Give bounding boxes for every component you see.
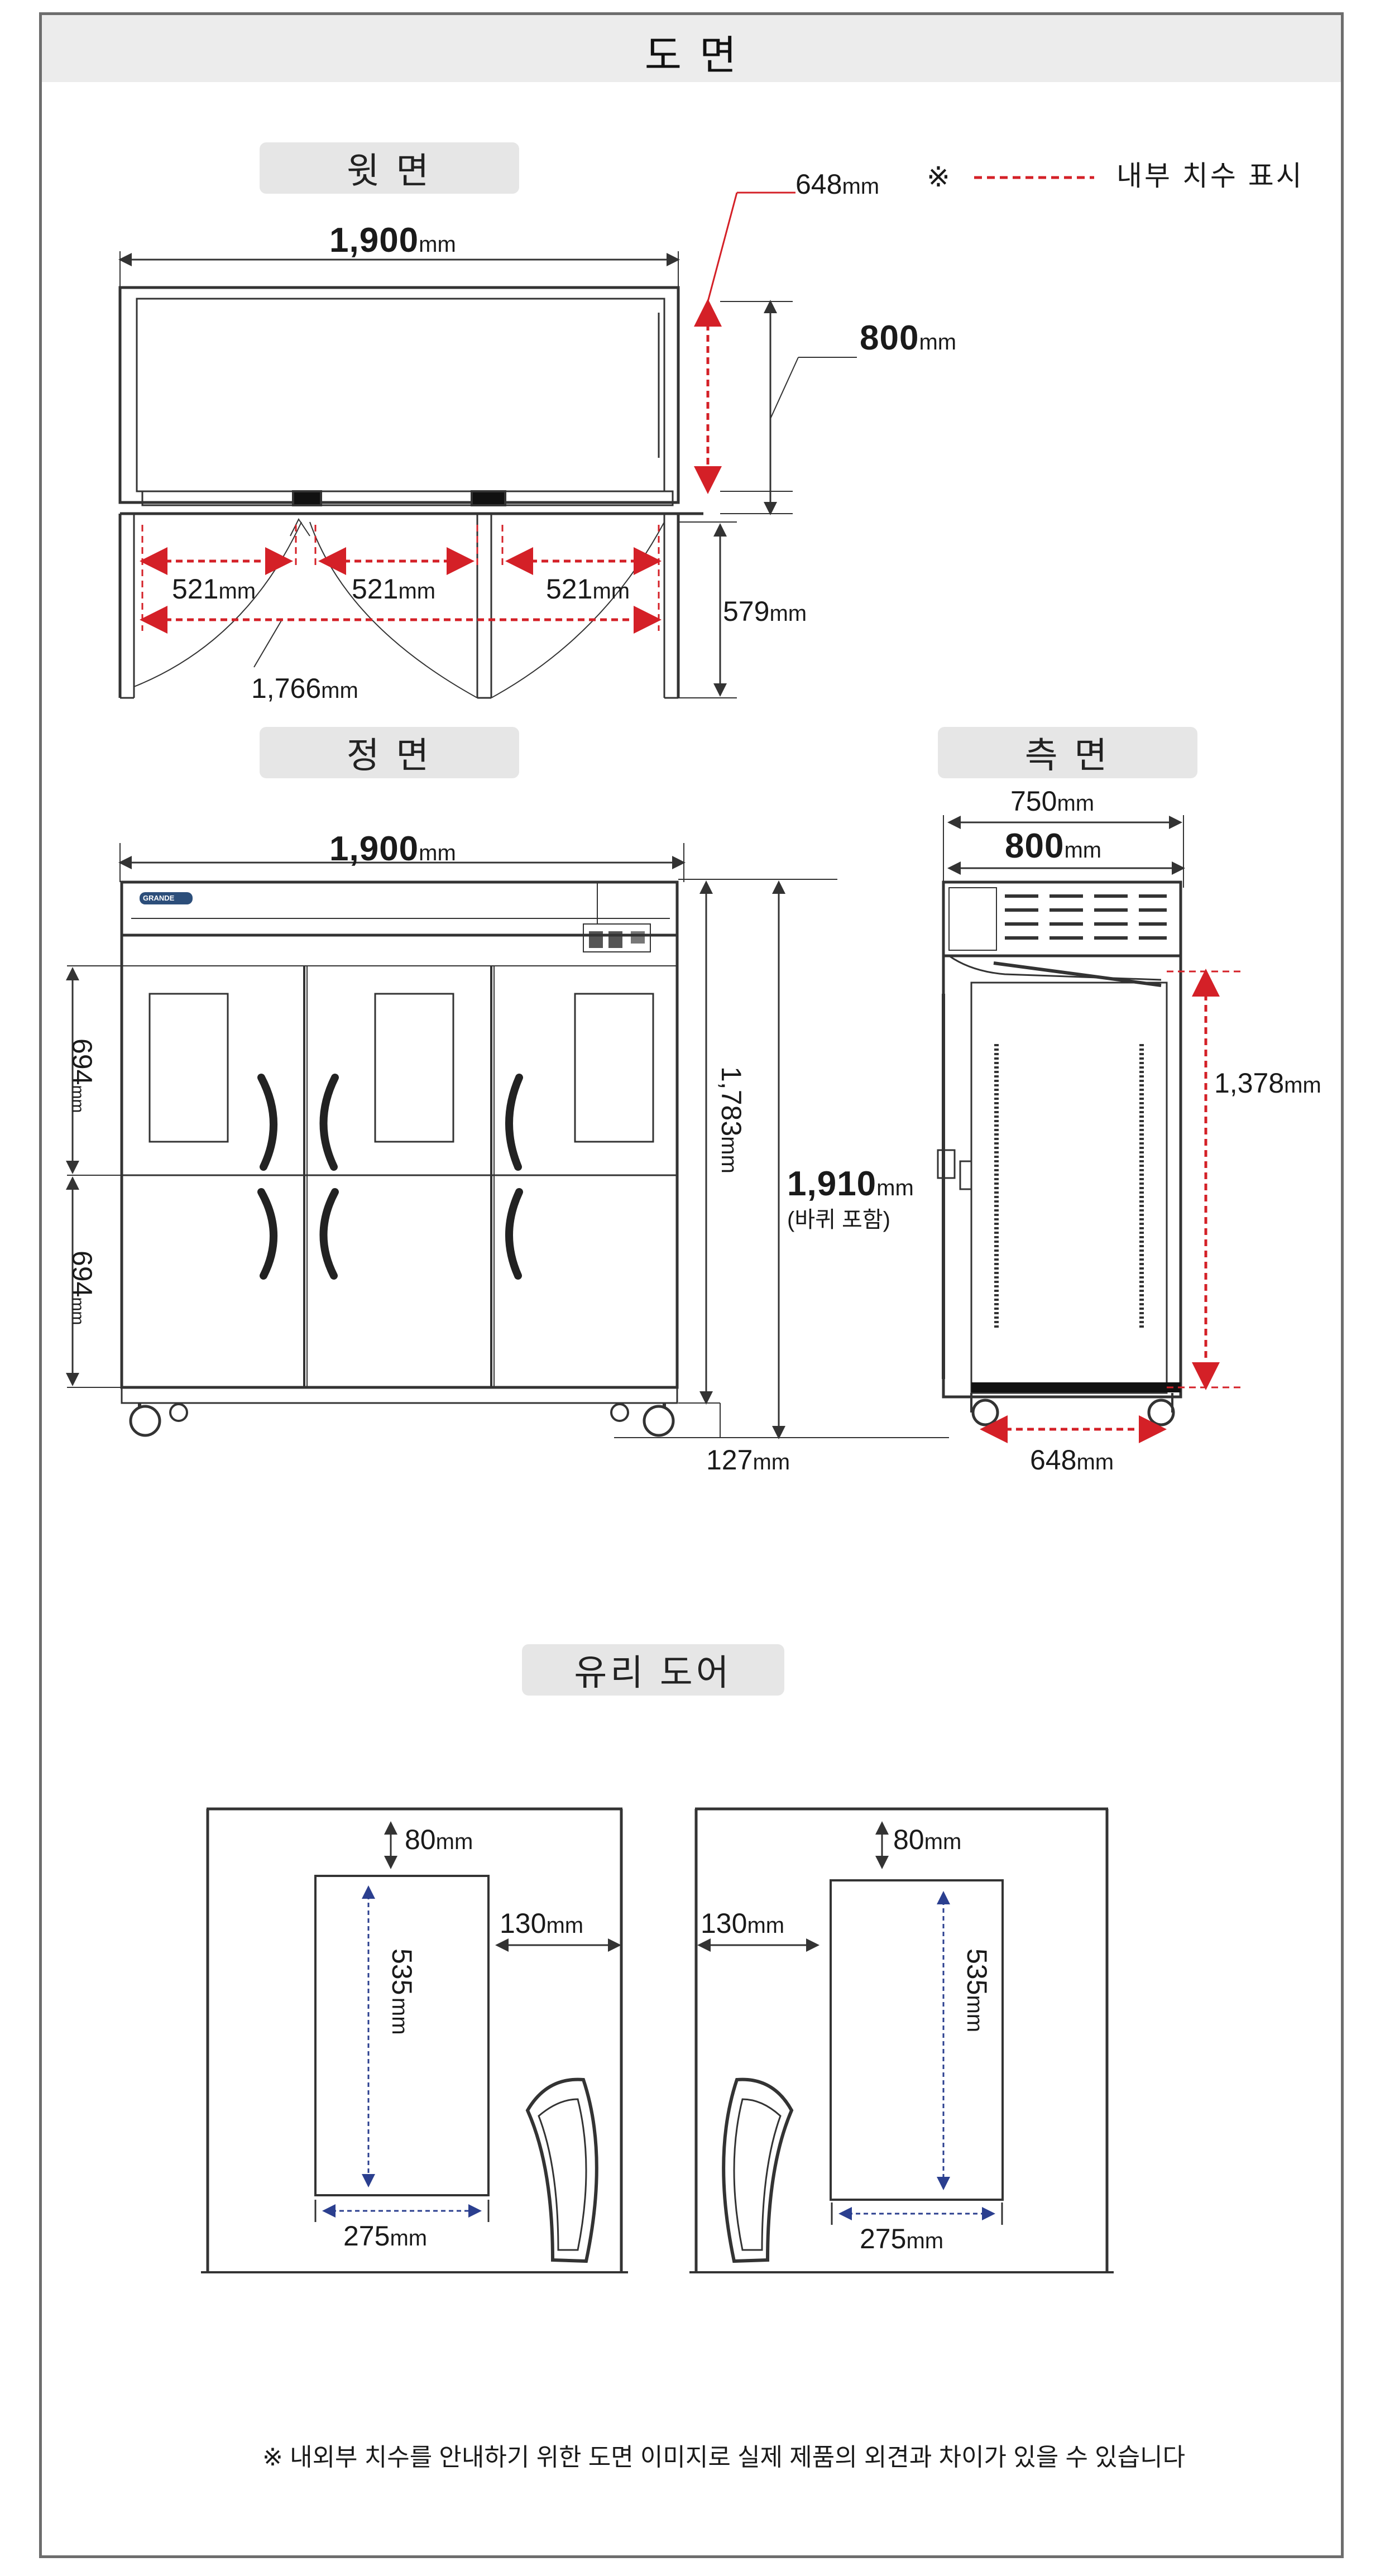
- side-inner-height-label: 1,378mm: [1214, 1067, 1321, 1099]
- side-depth-a-label: 750mm: [1010, 786, 1095, 817]
- top-depth-label: 800mm: [860, 319, 957, 357]
- top-door3-label: 521mm: [546, 573, 630, 605]
- glass-left-side-label: 130mm: [500, 1908, 584, 1939]
- front-door-lower-label: 694mm: [66, 1251, 98, 1325]
- brand-logo: GRANDE: [143, 894, 175, 902]
- glass-door-right-dims: [831, 1891, 1003, 2225]
- section-top-label: 윗 면: [260, 142, 519, 194]
- glass-left-height-label: 535 mm: [386, 1948, 418, 2035]
- front-body-height-label: 1,783mm: [716, 1066, 747, 1174]
- glass-door-left: [201, 1807, 628, 2273]
- legend-text: 내부 치수 표시: [1116, 160, 1304, 191]
- front-wheel-label: 127mm: [706, 1444, 790, 1476]
- top-door-gap-label: 579mm: [723, 596, 807, 627]
- front-width-label: 1,900mm: [329, 830, 456, 868]
- glass-right-top-label: 80mm: [893, 1824, 962, 1855]
- page-frame: [39, 12, 1344, 2558]
- title-bar: [42, 15, 1341, 82]
- side-depth-b-label: 800mm: [1005, 827, 1102, 865]
- footnote: ※ 내외부 치수를 안내하기 위한 도면 이미지로 실제 제품의 외견과 차이가…: [262, 2444, 1186, 2471]
- top-inner-width-label: 1,766mm: [251, 673, 358, 704]
- front-total-height-note: (바퀴 포함): [787, 1208, 890, 1232]
- glass-right-height-label: 535mm: [961, 1948, 993, 2033]
- side-inner-depth-label: 648mm: [1030, 1444, 1114, 1476]
- glass-door-right: [689, 1807, 1114, 2273]
- top-inner-depth-label: 648mm: [795, 169, 880, 200]
- glass-left-width-label: 275mm: [343, 2220, 428, 2252]
- glass-door-left-dims: [314, 1885, 490, 2222]
- side-view: [937, 815, 1185, 1426]
- top-door2-label: 521mm: [352, 573, 436, 605]
- top-view-inner-dims: [140, 176, 1094, 634]
- section-side-label: 측 면: [938, 727, 1197, 778]
- section-glass-label: 유리 도어: [522, 1644, 784, 1696]
- glass-left-top-label: 80mm: [405, 1824, 473, 1855]
- page-title: 도 면: [644, 33, 740, 78]
- front-view: [66, 843, 949, 1439]
- glass-right-width-label: 275mm: [860, 2223, 944, 2254]
- front-total-height-label: 1,910mm: [787, 1165, 914, 1203]
- section-front-label: 정 면: [260, 727, 519, 778]
- top-view: [118, 251, 857, 699]
- legend-mark: ※: [927, 161, 950, 193]
- top-width-label: 1,900mm: [329, 221, 456, 260]
- top-door1-label: 521mm: [172, 573, 256, 605]
- glass-right-side-label: 130mm: [701, 1908, 785, 1939]
- side-view-inner-dims: [980, 969, 1245, 1443]
- front-door-upper-label: 694mm: [66, 1038, 98, 1113]
